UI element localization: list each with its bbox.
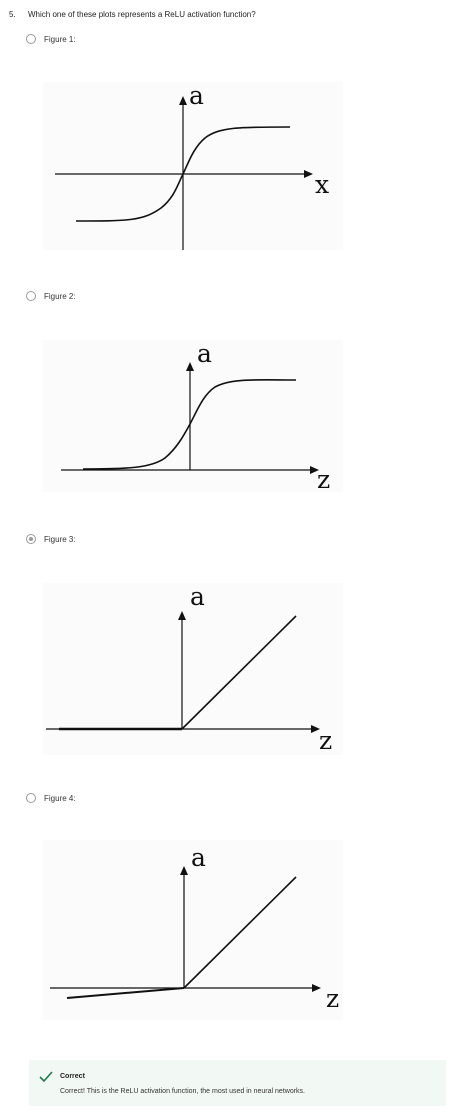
y-axis-arrow xyxy=(180,866,188,875)
figure-2-plot: a z xyxy=(43,340,343,492)
radio-button-figure-3[interactable] xyxy=(26,534,36,544)
y-axis-arrow xyxy=(179,96,187,105)
feedback-status: Correct xyxy=(60,1073,85,1080)
relu-plot-svg: a z xyxy=(46,583,332,755)
option-figure-1[interactable]: Figure 1: xyxy=(26,32,76,46)
x-axis-label: z xyxy=(317,465,330,492)
x-axis-arrow xyxy=(304,170,313,178)
feedback-message: Correct! This is the ReLU activation fun… xyxy=(60,1088,305,1095)
relu-linear-segment xyxy=(181,615,297,730)
question-prompt: Which one of these plots represents a Re… xyxy=(28,10,256,19)
leaky-negative-segment xyxy=(66,987,185,999)
x-axis-arrow xyxy=(310,466,319,474)
tanh-curve xyxy=(75,126,291,222)
option-figure-2[interactable]: Figure 2: xyxy=(26,289,76,303)
sigmoid-curve xyxy=(82,379,297,470)
x-axis-arrow xyxy=(311,725,320,733)
option-label: Figure 4: xyxy=(44,793,76,803)
x-axis-arrow xyxy=(312,984,321,992)
x-axis-label: z xyxy=(319,726,332,755)
option-figure-4[interactable]: Figure 4: xyxy=(26,791,76,805)
option-figure-3[interactable]: Figure 3: xyxy=(26,532,76,546)
sigmoid-plot-svg: a z xyxy=(61,340,330,492)
tanh-plot-svg: a x xyxy=(55,82,329,250)
radio-button-figure-4[interactable] xyxy=(26,793,36,803)
x-axis-label: z xyxy=(326,984,339,1013)
check-icon xyxy=(39,1071,53,1083)
radio-button-figure-1[interactable] xyxy=(26,34,36,44)
figure-4-plot: a z xyxy=(43,840,343,1020)
option-label: Figure 2: xyxy=(44,291,76,301)
radio-button-figure-2[interactable] xyxy=(26,291,36,301)
figure-3-plot: a z xyxy=(43,583,343,755)
leaky-relu-plot-svg: a z xyxy=(50,843,339,1013)
figure-1-plot: a x xyxy=(43,82,343,250)
leaky-positive-segment xyxy=(183,876,297,989)
y-axis-arrow xyxy=(186,362,194,371)
option-label: Figure 1: xyxy=(44,34,76,44)
question-text: 5. Which one of these plots represents a … xyxy=(9,9,256,21)
question-number: 5. xyxy=(9,10,16,19)
y-axis-arrow xyxy=(178,611,186,620)
y-axis-label: a xyxy=(197,340,212,368)
y-axis-label: a xyxy=(191,843,206,872)
option-label: Figure 3: xyxy=(44,534,76,544)
feedback-panel: Correct Correct! This is the ReLU activa… xyxy=(29,1060,446,1106)
y-axis-label: a xyxy=(190,583,205,611)
x-axis-label: x xyxy=(315,170,329,199)
y-axis-label: a xyxy=(189,82,204,110)
